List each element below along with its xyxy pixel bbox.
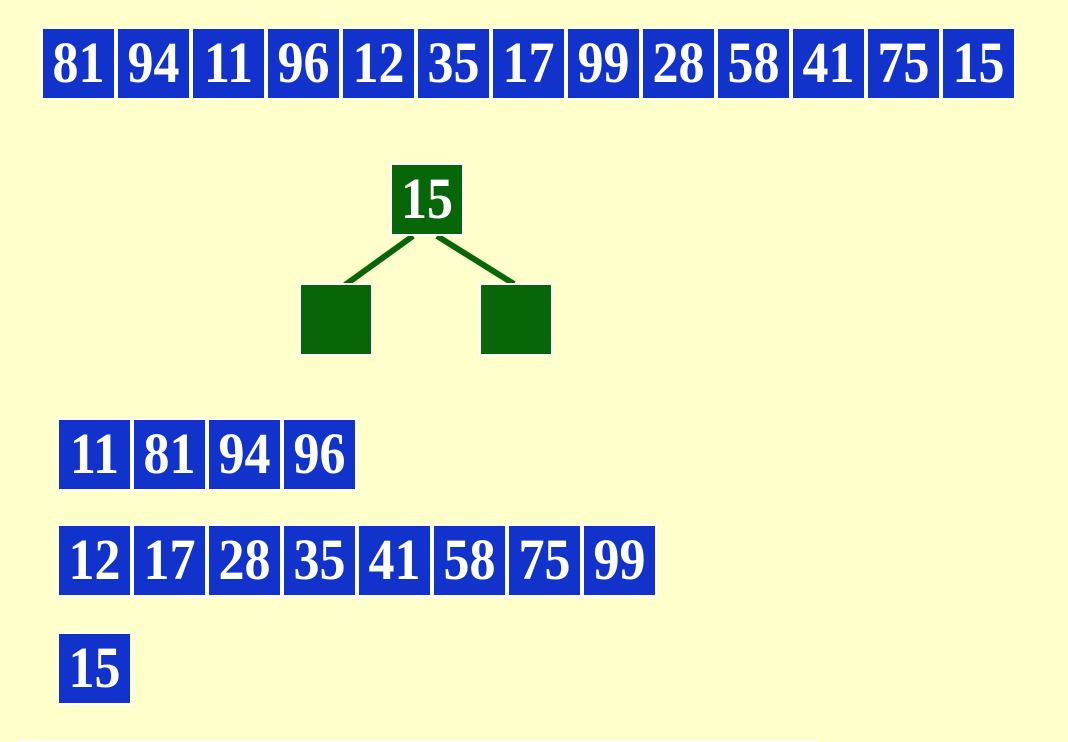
array-cell-value: 96 [277, 31, 330, 95]
array-cell: 99 [566, 27, 641, 100]
tree-root-label: 15 [401, 167, 453, 231]
array-cell-value: 12 [68, 528, 121, 592]
array-cell: 15 [941, 27, 1016, 100]
array-cell: 17 [491, 27, 566, 100]
array-cell-value: 94 [127, 31, 180, 95]
array-cell: 11 [191, 27, 266, 100]
array-cell: 58 [432, 524, 507, 597]
array-cell-value: 75 [518, 528, 571, 592]
tree-edge-left [343, 233, 415, 288]
array-cell-value: 17 [143, 528, 196, 592]
array-cell: 15 [57, 632, 132, 705]
array-cell-value: 99 [577, 31, 630, 95]
array-cell: 81 [132, 418, 207, 491]
array-cell: 75 [507, 524, 582, 597]
array-cell-value: 12 [352, 31, 405, 95]
array-cell: 35 [282, 524, 357, 597]
array-cell: 12 [57, 524, 132, 597]
array-cell-value: 11 [69, 422, 120, 486]
array-cell: 94 [116, 27, 191, 100]
array-cell: 35 [416, 27, 491, 100]
bottom-edge-line [18, 740, 818, 742]
array-cell: 96 [282, 418, 357, 491]
array-cell: 17 [132, 524, 207, 597]
array-cell: 99 [582, 524, 657, 597]
tree-right-child-node [479, 283, 553, 356]
tree-edges [343, 233, 516, 288]
array-cell-value: 41 [368, 528, 421, 592]
array-cell-value: 81 [52, 31, 105, 95]
array-cell-value: 15 [952, 31, 1005, 95]
tree-edge-right [435, 233, 516, 287]
sorted-run-row-1: 11 81 94 96 [57, 418, 357, 491]
array-cell: 41 [791, 27, 866, 100]
array-cell: 12 [341, 27, 416, 100]
sorted-run-row-2: 12 17 28 35 41 58 75 99 [57, 524, 657, 597]
array-cell-value: 96 [293, 422, 346, 486]
array-cell-value: 28 [652, 31, 705, 95]
array-cell-value: 75 [877, 31, 930, 95]
array-cell: 41 [357, 524, 432, 597]
unsorted-array-row: 81 94 11 96 12 35 17 99 28 58 41 75 15 [41, 27, 1016, 100]
array-cell: 58 [716, 27, 791, 100]
array-cell-value: 35 [427, 31, 480, 95]
array-cell-value: 58 [443, 528, 496, 592]
tree-diagram: 15 [299, 163, 555, 358]
tree-root-node: 15 [390, 163, 464, 236]
array-cell-value: 81 [143, 422, 196, 486]
array-cell: 81 [41, 27, 116, 100]
array-cell-value: 17 [502, 31, 555, 95]
array-cell-value: 11 [203, 31, 254, 95]
array-cell-value: 58 [727, 31, 780, 95]
array-cell: 96 [266, 27, 341, 100]
sorted-run-row-3: 15 [57, 632, 132, 705]
array-cell: 11 [57, 418, 132, 491]
array-cell-value: 15 [68, 636, 121, 700]
array-cell: 94 [207, 418, 282, 491]
array-cell: 28 [207, 524, 282, 597]
array-cell-value: 35 [293, 528, 346, 592]
array-cell: 28 [641, 27, 716, 100]
array-cell-value: 41 [802, 31, 855, 95]
tree-left-child-node [299, 283, 373, 356]
array-cell-value: 94 [218, 422, 271, 486]
array-cell-value: 28 [218, 528, 271, 592]
array-cell: 75 [866, 27, 941, 100]
array-cell-value: 99 [593, 528, 646, 592]
